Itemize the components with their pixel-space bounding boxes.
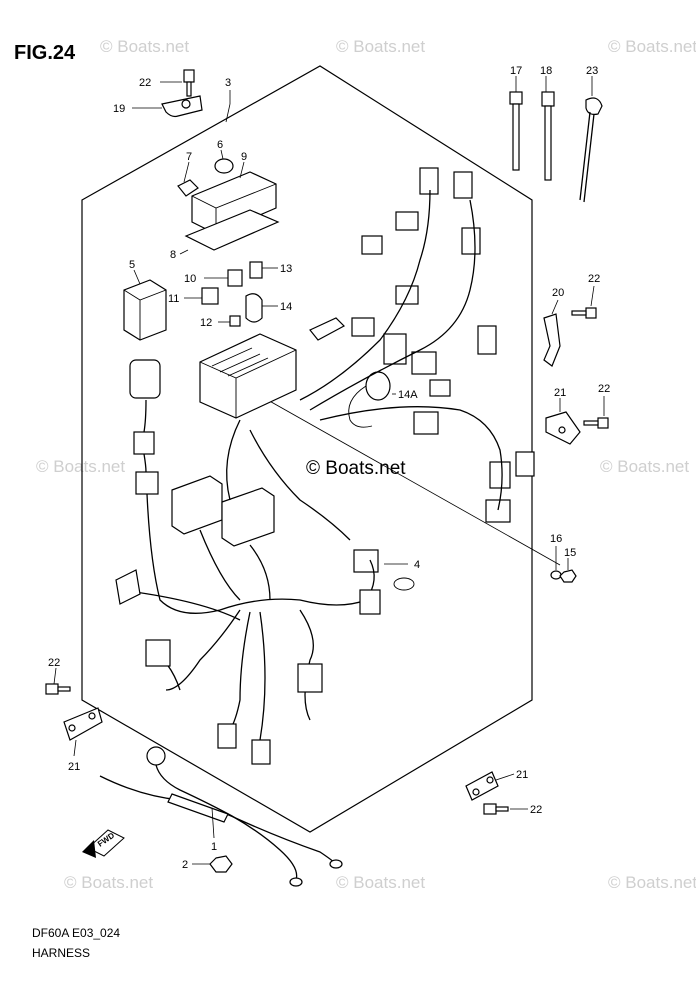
callout-19: 19 <box>113 103 125 115</box>
seal-8 <box>184 209 280 251</box>
callout-7: 7 <box>186 151 192 163</box>
connector-block-b <box>221 487 275 547</box>
watermarks: © Boats.net © Boats.net © Boats.net © Bo… <box>36 37 696 892</box>
relay-5 <box>123 279 167 341</box>
fwd-arrow-icon: FWD <box>82 829 125 858</box>
callouts: 22 19 3 6 9 7 8 5 10 13 11 12 14 14A 17 … <box>48 65 610 871</box>
callout-22: 22 <box>530 804 542 816</box>
callout-14: 14 <box>280 301 292 313</box>
callout-6: 6 <box>217 139 223 151</box>
bracket-hole <box>486 776 494 784</box>
fuse-13 <box>249 261 263 279</box>
bracket-hole <box>181 99 191 109</box>
callout-22: 22 <box>48 657 60 669</box>
callout-12: 12 <box>200 317 212 329</box>
connector-block-a <box>171 475 223 535</box>
connector-lower-b <box>217 723 237 749</box>
grommet-6 <box>214 158 234 174</box>
watermark: © Boats.net <box>600 457 689 476</box>
callout-17: 17 <box>510 65 522 77</box>
bolt-22-top <box>183 69 195 97</box>
assembly-frame <box>81 65 533 833</box>
callout-22: 22 <box>598 383 610 395</box>
reference-line <box>249 389 561 566</box>
bracket-21-left <box>63 707 103 741</box>
watermark: © Boats.net <box>336 873 425 892</box>
watermark: © Boats.net <box>608 37 696 56</box>
nut-15 <box>559 569 577 583</box>
figure-code: DF60A E03_024 <box>32 926 121 940</box>
callout-3: 3 <box>225 77 231 89</box>
callout-2: 2 <box>182 859 188 871</box>
callout-9: 9 <box>241 151 247 163</box>
bracket-hole <box>472 788 480 796</box>
watermark: © Boats.net <box>100 37 189 56</box>
bracket-20 <box>543 313 561 367</box>
connector-left-low <box>135 471 159 495</box>
watermark: © Boats.net <box>36 457 125 476</box>
right-connector-cluster <box>351 167 535 523</box>
bolt-22-right-b <box>583 417 609 429</box>
fuse-12 <box>229 315 241 327</box>
relay-11 <box>201 287 219 305</box>
connector-lower-left <box>145 639 171 667</box>
callout-21: 21 <box>68 761 80 773</box>
watermark-center: © Boats.net <box>306 458 406 479</box>
bolt-22-lower-right <box>483 803 509 815</box>
figure-title: FIG.24 <box>14 42 76 64</box>
nut-2 <box>209 855 233 873</box>
figure-name: HARNESS <box>32 946 91 960</box>
connector-lower-center <box>297 663 323 693</box>
callout-14a: 14A <box>398 389 418 401</box>
connector-lower-c <box>251 739 271 765</box>
connector-left-mid <box>133 431 155 455</box>
watermark: © Boats.net <box>336 37 425 56</box>
relay-10 <box>227 269 243 287</box>
clip-7 <box>177 179 199 197</box>
cap-left <box>115 569 141 605</box>
callout-20: 20 <box>552 287 564 299</box>
junction-box <box>199 333 297 419</box>
cable-tie-18 <box>541 91 555 181</box>
watermark: © Boats.net <box>608 873 696 892</box>
relay-edge <box>123 289 167 340</box>
callout-13: 13 <box>280 263 292 275</box>
callout-23: 23 <box>586 65 598 77</box>
bracket-hole <box>88 712 96 720</box>
plug-connector <box>309 317 345 341</box>
callout-1: 1 <box>211 841 217 853</box>
connector-mid-right <box>359 589 381 615</box>
connector-4 <box>353 549 379 573</box>
watermark: © Boats.net <box>64 873 153 892</box>
bolt-22-left <box>45 683 71 695</box>
bolt-22-right-a <box>571 307 597 319</box>
callout-16: 16 <box>550 533 562 545</box>
sensor-cable <box>348 385 373 428</box>
callout-22: 22 <box>139 77 151 89</box>
leader-lines <box>53 76 605 865</box>
washer-16 <box>550 570 562 580</box>
fuse-box-cover-9 <box>191 171 277 235</box>
callout-8: 8 <box>170 249 176 261</box>
main-harness-wires <box>119 189 503 741</box>
callout-15: 15 <box>564 547 576 559</box>
cable-tie-23 <box>579 97 603 203</box>
connector-left-top <box>129 359 161 399</box>
bracket-hole <box>68 724 76 732</box>
callout-10: 10 <box>184 273 196 285</box>
connector-4-ring <box>393 577 415 591</box>
bracket-hole <box>558 426 566 434</box>
bracket-21-lower-right <box>465 771 499 801</box>
callout-11: 11 <box>168 293 179 305</box>
callout-22: 22 <box>588 273 600 285</box>
callout-5: 5 <box>129 259 135 271</box>
cap-14 <box>245 293 263 323</box>
callout-18: 18 <box>540 65 552 77</box>
callout-21: 21 <box>554 387 566 399</box>
cable-tie-17 <box>509 91 523 171</box>
callout-4: 4 <box>414 559 420 571</box>
cable-1 <box>99 746 343 887</box>
callout-21: 21 <box>516 769 528 781</box>
